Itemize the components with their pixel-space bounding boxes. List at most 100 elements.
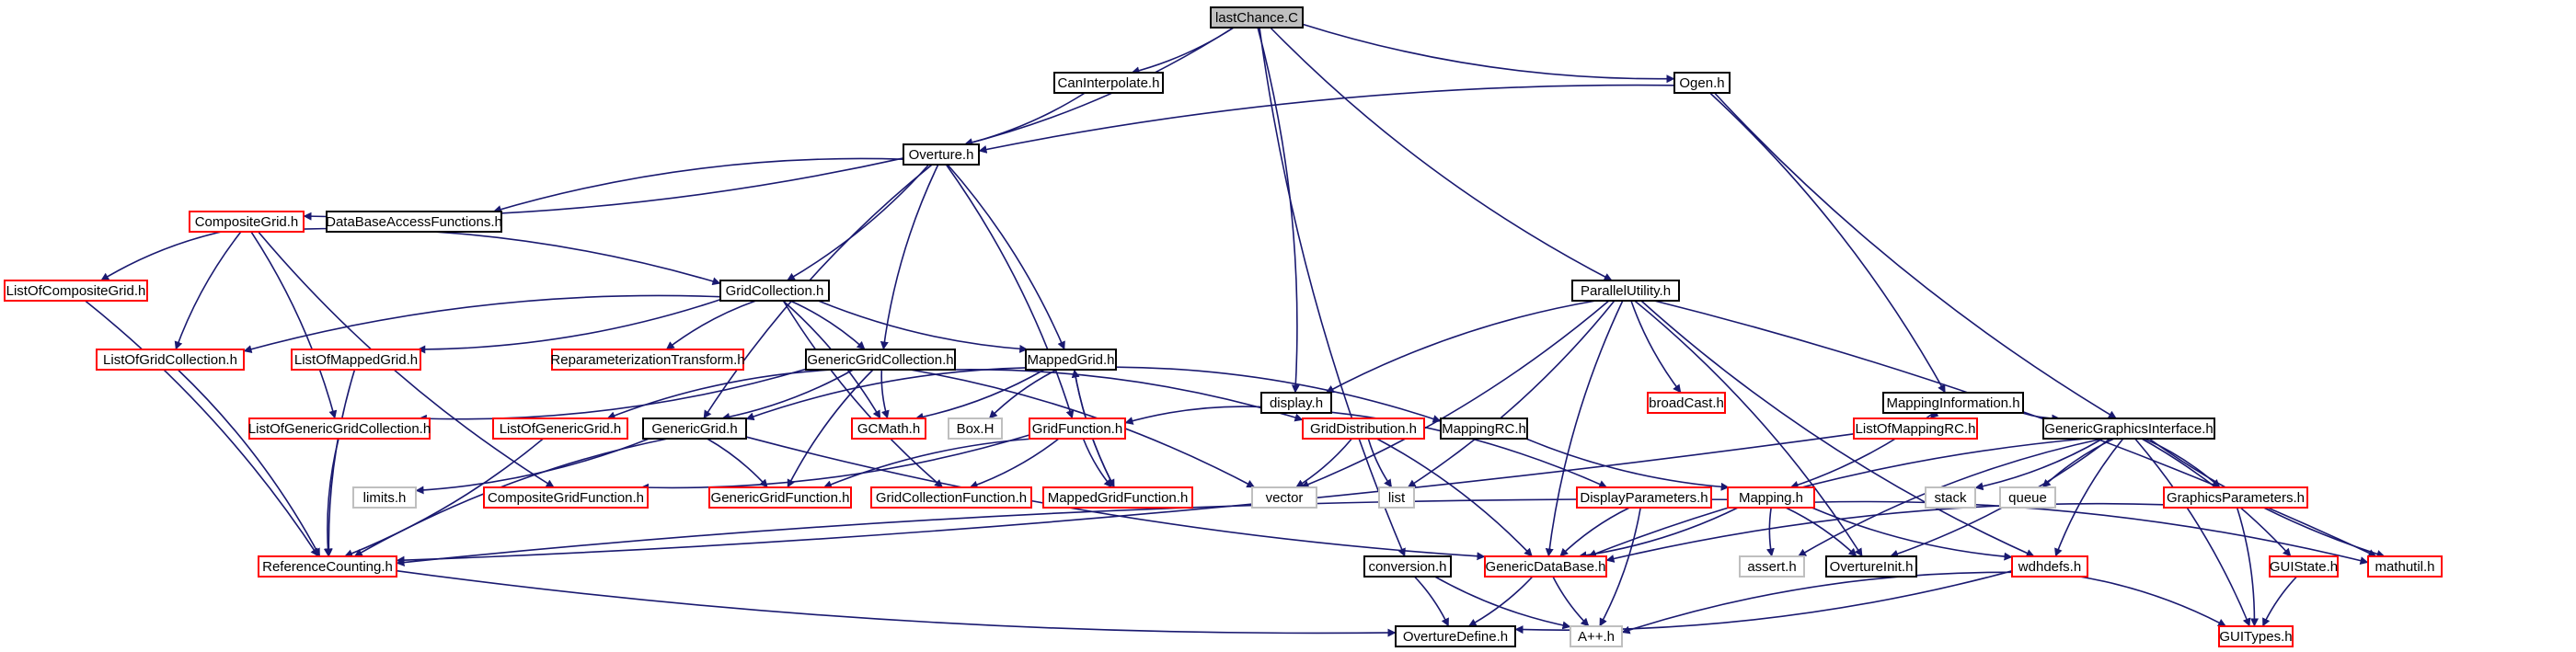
node-vector[interactable]: vector (1251, 486, 1317, 509)
node-display[interactable]: display.h (1260, 392, 1332, 414)
node-stack[interactable]: stack (1925, 486, 1976, 509)
node-box[interactable] (1999, 486, 2056, 509)
node-box[interactable] (1882, 392, 2024, 414)
node-broadCast[interactable]: broadCast.h (1647, 392, 1726, 414)
node-ListOfGenericGrid[interactable]: ListOfGenericGrid.h (492, 418, 628, 440)
node-GridFunction[interactable]: GridFunction.h (1029, 418, 1126, 440)
node-conversion[interactable]: conversion.h (1363, 555, 1452, 578)
node-BoxH[interactable]: Box.H (948, 418, 1003, 440)
node-box[interactable] (1378, 486, 1415, 509)
node-box[interactable] (1053, 72, 1164, 94)
node-MappedGridFunction[interactable]: MappedGridFunction.h (1042, 486, 1193, 509)
node-box[interactable] (1260, 392, 1332, 414)
node-box[interactable] (2367, 555, 2443, 578)
node-box[interactable] (352, 486, 417, 509)
node-box[interactable] (719, 280, 830, 302)
node-box[interactable] (1251, 486, 1317, 509)
node-box[interactable] (1440, 418, 1528, 440)
node-MappedGrid[interactable]: MappedGrid.h (1025, 349, 1117, 371)
node-box[interactable] (1363, 555, 1452, 578)
node-box[interactable] (2011, 555, 2088, 578)
node-box[interactable] (248, 418, 431, 440)
node-box[interactable] (805, 349, 956, 371)
node-box[interactable] (1739, 555, 1805, 578)
node-ListOfCompositeGrid[interactable]: ListOfCompositeGrid.h (4, 280, 148, 302)
node-CanInterpolate[interactable]: CanInterpolate.h (1053, 72, 1164, 94)
node-DataBaseAccessFunctions[interactable]: DataBaseAccessFunctions.h (326, 211, 502, 233)
node-box[interactable] (1576, 486, 1712, 509)
node-GCMath[interactable]: GCMath.h (851, 418, 926, 440)
node-box[interactable] (708, 486, 852, 509)
node-box[interactable] (4, 280, 148, 302)
node-box[interactable] (948, 418, 1003, 440)
node-box[interactable] (189, 211, 305, 233)
node-box[interactable] (1727, 486, 1815, 509)
node-box[interactable] (1210, 6, 1304, 29)
node-box[interactable] (1647, 392, 1726, 414)
node-ReparameterizationTransform[interactable]: ReparameterizationTransform.h (550, 349, 745, 371)
node-GUITypes[interactable]: GUITypes.h (2218, 625, 2294, 647)
node-GenericGridFunction[interactable]: GenericGridFunction.h (708, 486, 852, 509)
node-box[interactable] (903, 143, 980, 166)
node-GenericDataBase[interactable]: GenericDataBase.h (1484, 555, 1607, 578)
node-box[interactable] (2269, 555, 2339, 578)
node-box[interactable] (483, 486, 649, 509)
node-list[interactable]: list (1378, 486, 1415, 509)
node-box[interactable] (258, 555, 397, 578)
node-box[interactable] (1395, 625, 1516, 647)
node-box[interactable] (1825, 555, 1917, 578)
node-OvertureDefine[interactable]: OvertureDefine.h (1395, 625, 1516, 647)
node-box[interactable] (2042, 418, 2215, 440)
node-Ogen[interactable]: Ogen.h (1673, 72, 1731, 94)
node-MappingInformation[interactable]: MappingInformation.h (1882, 392, 2024, 414)
node-ListOfGridCollection[interactable]: ListOfGridCollection.h (96, 349, 245, 371)
node-Overture[interactable]: Overture.h (903, 143, 980, 166)
node-App[interactable]: A++.h (1570, 625, 1623, 647)
node-GenericGridCollection[interactable]: GenericGridCollection.h (805, 349, 956, 371)
node-box[interactable] (551, 349, 744, 371)
node-mathutil[interactable]: mathutil.h (2367, 555, 2443, 578)
node-box[interactable] (1025, 349, 1117, 371)
node-ReferenceCounting[interactable]: ReferenceCounting.h (258, 555, 397, 578)
node-box[interactable] (96, 349, 245, 371)
node-box[interactable] (326, 211, 502, 233)
node-GridCollection[interactable]: GridCollection.h (719, 280, 830, 302)
node-DisplayParameters[interactable]: DisplayParameters.h (1576, 486, 1712, 509)
node-box[interactable] (1570, 625, 1623, 647)
node-box[interactable] (642, 418, 747, 440)
node-box[interactable] (1484, 555, 1607, 578)
node-box[interactable] (851, 418, 926, 440)
node-CompositeGridFunction[interactable]: CompositeGridFunction.h (483, 486, 649, 509)
node-limits[interactable]: limits.h (352, 486, 417, 509)
node-MappingRC[interactable]: MappingRC.h (1440, 418, 1528, 440)
node-box[interactable] (2218, 625, 2294, 647)
node-box[interactable] (1853, 418, 1978, 440)
node-GridCollectionFunction[interactable]: GridCollectionFunction.h (870, 486, 1032, 509)
node-ListOfGenericGridCollection[interactable]: ListOfGenericGridCollection.h (248, 418, 431, 440)
node-queue[interactable]: queue (1999, 486, 2056, 509)
node-OvertureInit[interactable]: OvertureInit.h (1825, 555, 1917, 578)
node-box[interactable] (2163, 486, 2308, 509)
node-Mapping[interactable]: Mapping.h (1727, 486, 1815, 509)
node-ListOfMappedGrid[interactable]: ListOfMappedGrid.h (291, 349, 421, 371)
node-GridDistribution[interactable]: GridDistribution.h (1302, 418, 1425, 440)
node-box[interactable] (492, 418, 628, 440)
node-box[interactable] (870, 486, 1032, 509)
node-box[interactable] (1029, 418, 1126, 440)
node-assert[interactable]: assert.h (1739, 555, 1805, 578)
node-GUIState[interactable]: GUIState.h (2269, 555, 2339, 578)
node-GraphicsParameters[interactable]: GraphicsParameters.h (2163, 486, 2308, 509)
node-wdhdefs[interactable]: wdhdefs.h (2011, 555, 2088, 578)
node-box[interactable] (1302, 418, 1425, 440)
node-box[interactable] (1571, 280, 1680, 302)
node-box[interactable] (1673, 72, 1731, 94)
node-lastChance[interactable]: lastChance.C (1210, 6, 1304, 29)
node-GenericGraphicsInterface[interactable]: GenericGraphicsInterface.h (2042, 418, 2215, 440)
node-CompositeGrid[interactable]: CompositeGrid.h (189, 211, 305, 233)
node-box[interactable] (1925, 486, 1976, 509)
node-box[interactable] (291, 349, 421, 371)
node-box[interactable] (1042, 486, 1193, 509)
node-ListOfMappingRC[interactable]: ListOfMappingRC.h (1853, 418, 1978, 440)
node-GenericGrid[interactable]: GenericGrid.h (642, 418, 747, 440)
node-ParallelUtility[interactable]: ParallelUtility.h (1571, 280, 1680, 302)
